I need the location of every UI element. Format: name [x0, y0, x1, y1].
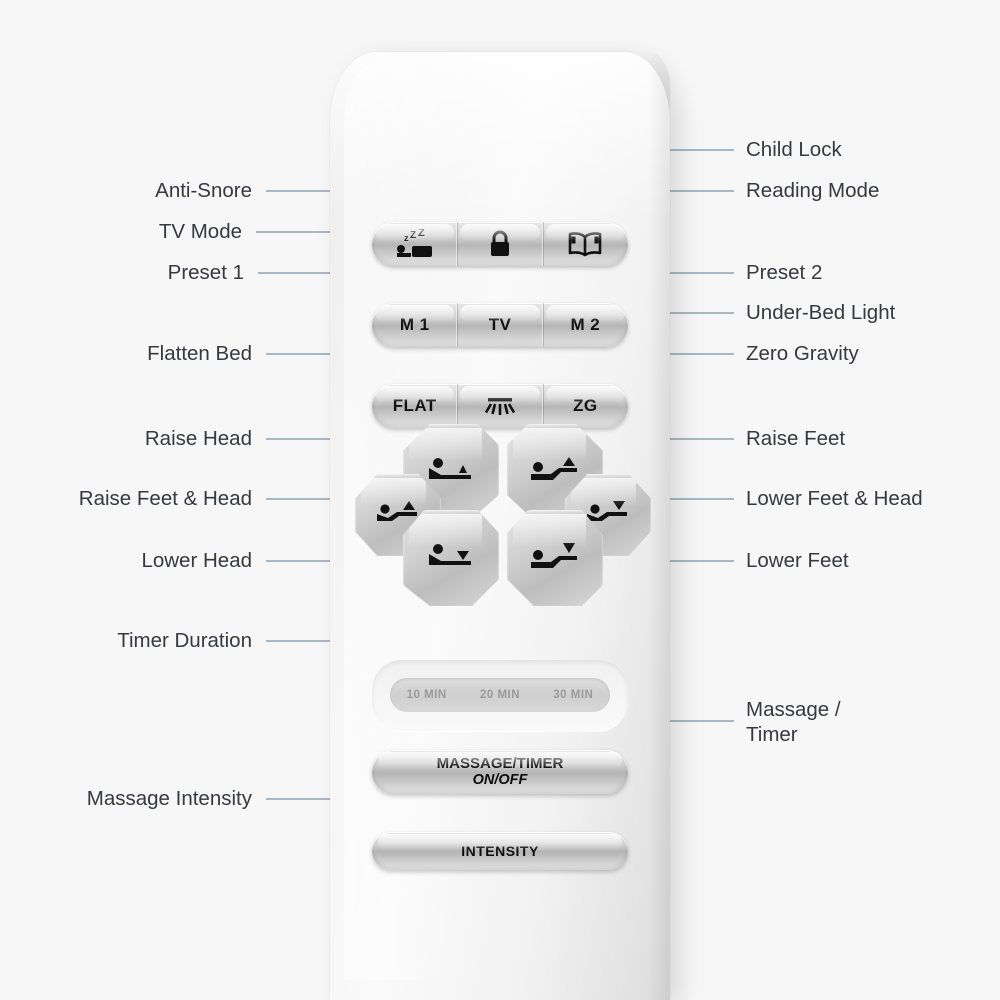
preset-button-row: M 1 TV M 2: [372, 303, 628, 347]
callout-lower-feet-head: Lower Feet & Head: [746, 487, 923, 510]
callout-lower-head: Lower Head: [141, 549, 252, 572]
lower-head-button[interactable]: [403, 510, 499, 606]
callout-lower-feet: Lower Feet: [746, 549, 849, 572]
tv-mode-button[interactable]: TV: [457, 303, 542, 347]
callout-flatten-bed: Flatten Bed: [147, 342, 252, 365]
preset-2-label: M 2: [570, 315, 601, 334]
open-book-icon: [569, 232, 602, 257]
preset-2-button[interactable]: M 2: [543, 303, 628, 347]
massage-timer-line2: ON/OFF: [472, 771, 528, 788]
bed-lower-feet-icon: [531, 543, 577, 568]
preset-1-button[interactable]: M 1: [372, 303, 457, 347]
tv-mode-label: TV: [488, 315, 512, 334]
lower-feet-button[interactable]: [507, 510, 603, 606]
callout-raise-feet: Raise Feet: [746, 427, 846, 450]
bed-raise-feet-icon: [531, 457, 577, 480]
position-button-cluster: [355, 412, 651, 606]
callout-preset-2: Preset 2: [746, 261, 823, 284]
reading-mode-button[interactable]: [543, 222, 628, 266]
svg-text:Z: Z: [418, 229, 425, 239]
callout-raise-head: Raise Head: [144, 427, 252, 450]
preset-1-label: M 1: [399, 315, 430, 334]
callout-tv-mode: TV Mode: [158, 220, 242, 243]
svg-text:Z: Z: [410, 230, 417, 241]
massage-timer-line1: MASSAGE/TIMER: [436, 754, 564, 772]
child-lock-button[interactable]: [457, 222, 542, 266]
padlock-icon: [490, 230, 509, 256]
callout-zero-gravity: Zero Gravity: [746, 342, 859, 365]
callout-reading-mode: Reading Mode: [746, 179, 880, 202]
callout-timer-duration: Timer Duration: [117, 629, 252, 652]
callout-raise-feet-head: Raise Feet & Head: [78, 487, 252, 510]
intensity-label: INTENSITY: [461, 843, 539, 859]
sleeping-person-zzz-icon: z Z Z: [396, 229, 432, 257]
anti-snore-button[interactable]: z Z Z: [372, 222, 457, 266]
mode-button-row: z Z Z: [372, 222, 628, 266]
callout-child-lock: Child Lock: [746, 138, 842, 161]
callout-massage-intensity: Massage Intensity: [86, 787, 252, 810]
callout-under-bed-light: Under-Bed Light: [746, 301, 896, 324]
intensity-button[interactable]: INTENSITY: [372, 832, 628, 870]
bed-raise-head-icon: [429, 458, 471, 479]
svg-text:z: z: [404, 233, 409, 243]
callout-massage-timer: Massage / Timer: [746, 698, 841, 746]
callout-preset-1: Preset 1: [167, 261, 244, 284]
callout-anti-snore: Anti-Snore: [155, 179, 252, 202]
massage-timer-onoff-button[interactable]: MASSAGE/TIMER ON/OFF: [372, 750, 628, 794]
bed-lower-head-icon: [429, 544, 471, 565]
